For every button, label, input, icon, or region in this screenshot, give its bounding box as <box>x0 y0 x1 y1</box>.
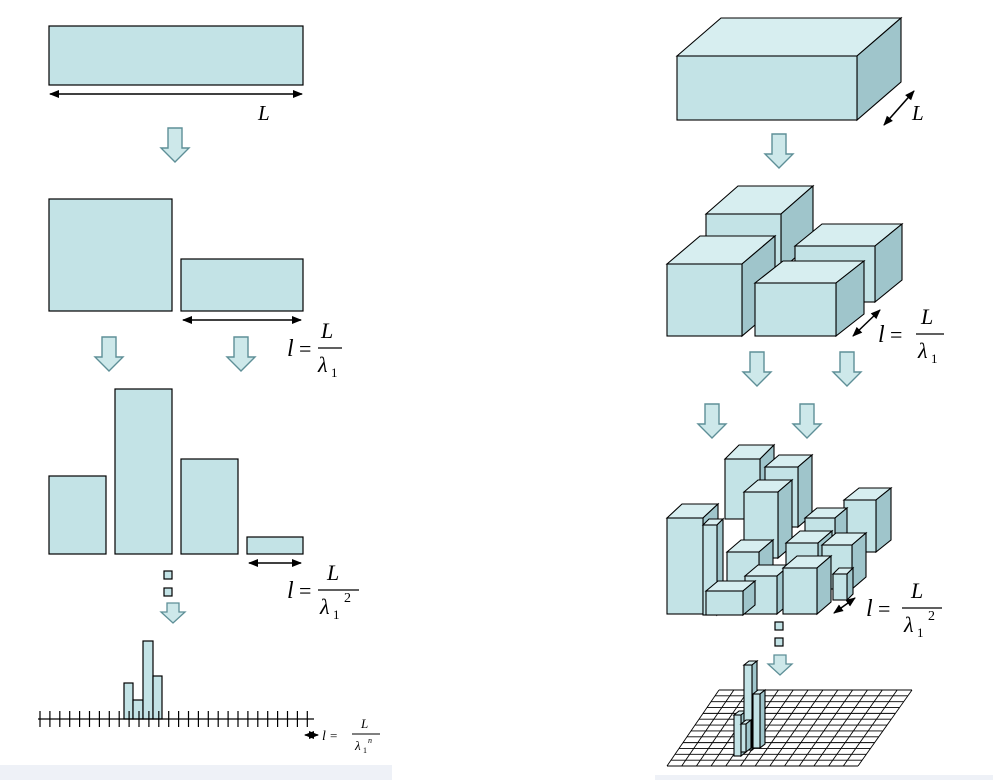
eq2-den-sup: 2 <box>344 591 351 606</box>
stage1-bar-1 <box>48 198 173 312</box>
down-arrow-icon <box>766 654 794 676</box>
down-arrow-icon <box>93 336 125 372</box>
down-arrow-icon <box>763 133 795 169</box>
stage0-bar <box>48 25 304 86</box>
stage-n-bar-4 <box>152 675 163 720</box>
eq1-formula: l = L λ 1 <box>287 318 342 380</box>
depth-double-arrow-icon <box>883 90 915 126</box>
down-arrow-icon <box>791 403 823 439</box>
down-arrow-icon <box>741 351 773 387</box>
block <box>781 554 833 616</box>
right-panel: L l = L λ 1 l = L λ 1 2 <box>665 16 944 767</box>
left-panel: L l = L λ 1 l = L λ 1 2 <box>38 25 380 755</box>
r-eq1-formula: l = L λ 1 <box>878 304 944 366</box>
r-eq1-eq: = <box>890 322 902 347</box>
block <box>704 579 757 617</box>
block <box>665 234 777 338</box>
stage2-bar-1 <box>48 475 107 555</box>
eq3-eq: = <box>330 728 337 743</box>
down-arrow-icon <box>696 403 728 439</box>
eq1-eq: = <box>299 336 311 361</box>
eq1-lhs: l <box>287 336 294 362</box>
eq1-den: λ <box>317 352 328 377</box>
r-eq1-den: λ <box>917 338 928 363</box>
stage2-bar-2 <box>114 388 173 555</box>
right-bottom-strip <box>655 775 993 780</box>
ruler-axis <box>38 711 314 727</box>
depth-label: L <box>911 101 924 125</box>
eq1-num: L <box>320 318 333 343</box>
stage-n-bar-3 <box>142 640 154 720</box>
eq3-den-sub: 1 <box>363 746 367 755</box>
ground-grid <box>666 689 913 767</box>
stage1-bar-2 <box>180 258 304 312</box>
eq2-lhs: l <box>287 578 294 604</box>
down-arrow-icon <box>225 336 257 372</box>
r-eq2-num: L <box>910 578 923 603</box>
stage2-bar-3 <box>180 458 239 555</box>
stage1-blocks <box>665 184 904 338</box>
stage-n-bar-2 <box>132 699 144 720</box>
stage-n-columns <box>732 659 767 758</box>
eq2-den-sub: 1 <box>333 607 340 622</box>
block <box>753 259 866 338</box>
length-label: L <box>257 101 270 125</box>
r-eq2-den: λ <box>903 612 914 637</box>
r-eq2-den-sup: 2 <box>928 609 935 624</box>
eq2-eq: = <box>299 578 311 603</box>
eq3-num: L <box>360 716 368 731</box>
eq2-num: L <box>326 560 339 585</box>
eq2-den: λ <box>319 594 330 619</box>
r-eq2-den-sub: 1 <box>917 625 924 640</box>
r-eq2-formula: l = L λ 1 2 <box>866 578 942 640</box>
block <box>831 566 855 602</box>
eq3-den-sup: n <box>368 736 372 745</box>
eq1-den-sub: 1 <box>331 365 338 380</box>
down-arrow-icon <box>831 351 863 387</box>
down-arrow-icon <box>159 127 191 163</box>
big-block <box>675 16 903 122</box>
r-eq1-den-sub: 1 <box>931 351 938 366</box>
down-arrow-icon <box>159 602 187 624</box>
column <box>739 718 753 754</box>
r-eq1-num: L <box>920 304 933 329</box>
continuation-dots-icon <box>163 570 173 597</box>
left-bottom-strip <box>0 765 392 780</box>
eq3-lhs: l <box>322 729 326 744</box>
stage1-depth-arrow-icon <box>852 309 881 337</box>
r-eq2-eq: = <box>878 596 890 621</box>
continuation-dots-icon <box>774 621 784 647</box>
stage2-bar-4 <box>246 536 304 555</box>
r-eq2-lhs: l <box>866 596 873 622</box>
stage2-blocks <box>665 443 893 617</box>
eq2-formula: l = L λ 1 2 <box>287 560 359 622</box>
eq3-formula: l = L λ 1 n <box>322 716 380 755</box>
stage2-depth-arrow-icon <box>833 597 856 614</box>
eq3-den: λ <box>354 738 361 753</box>
column <box>751 688 767 750</box>
r-eq1-lhs: l <box>878 322 885 348</box>
stage0-block <box>675 16 903 122</box>
